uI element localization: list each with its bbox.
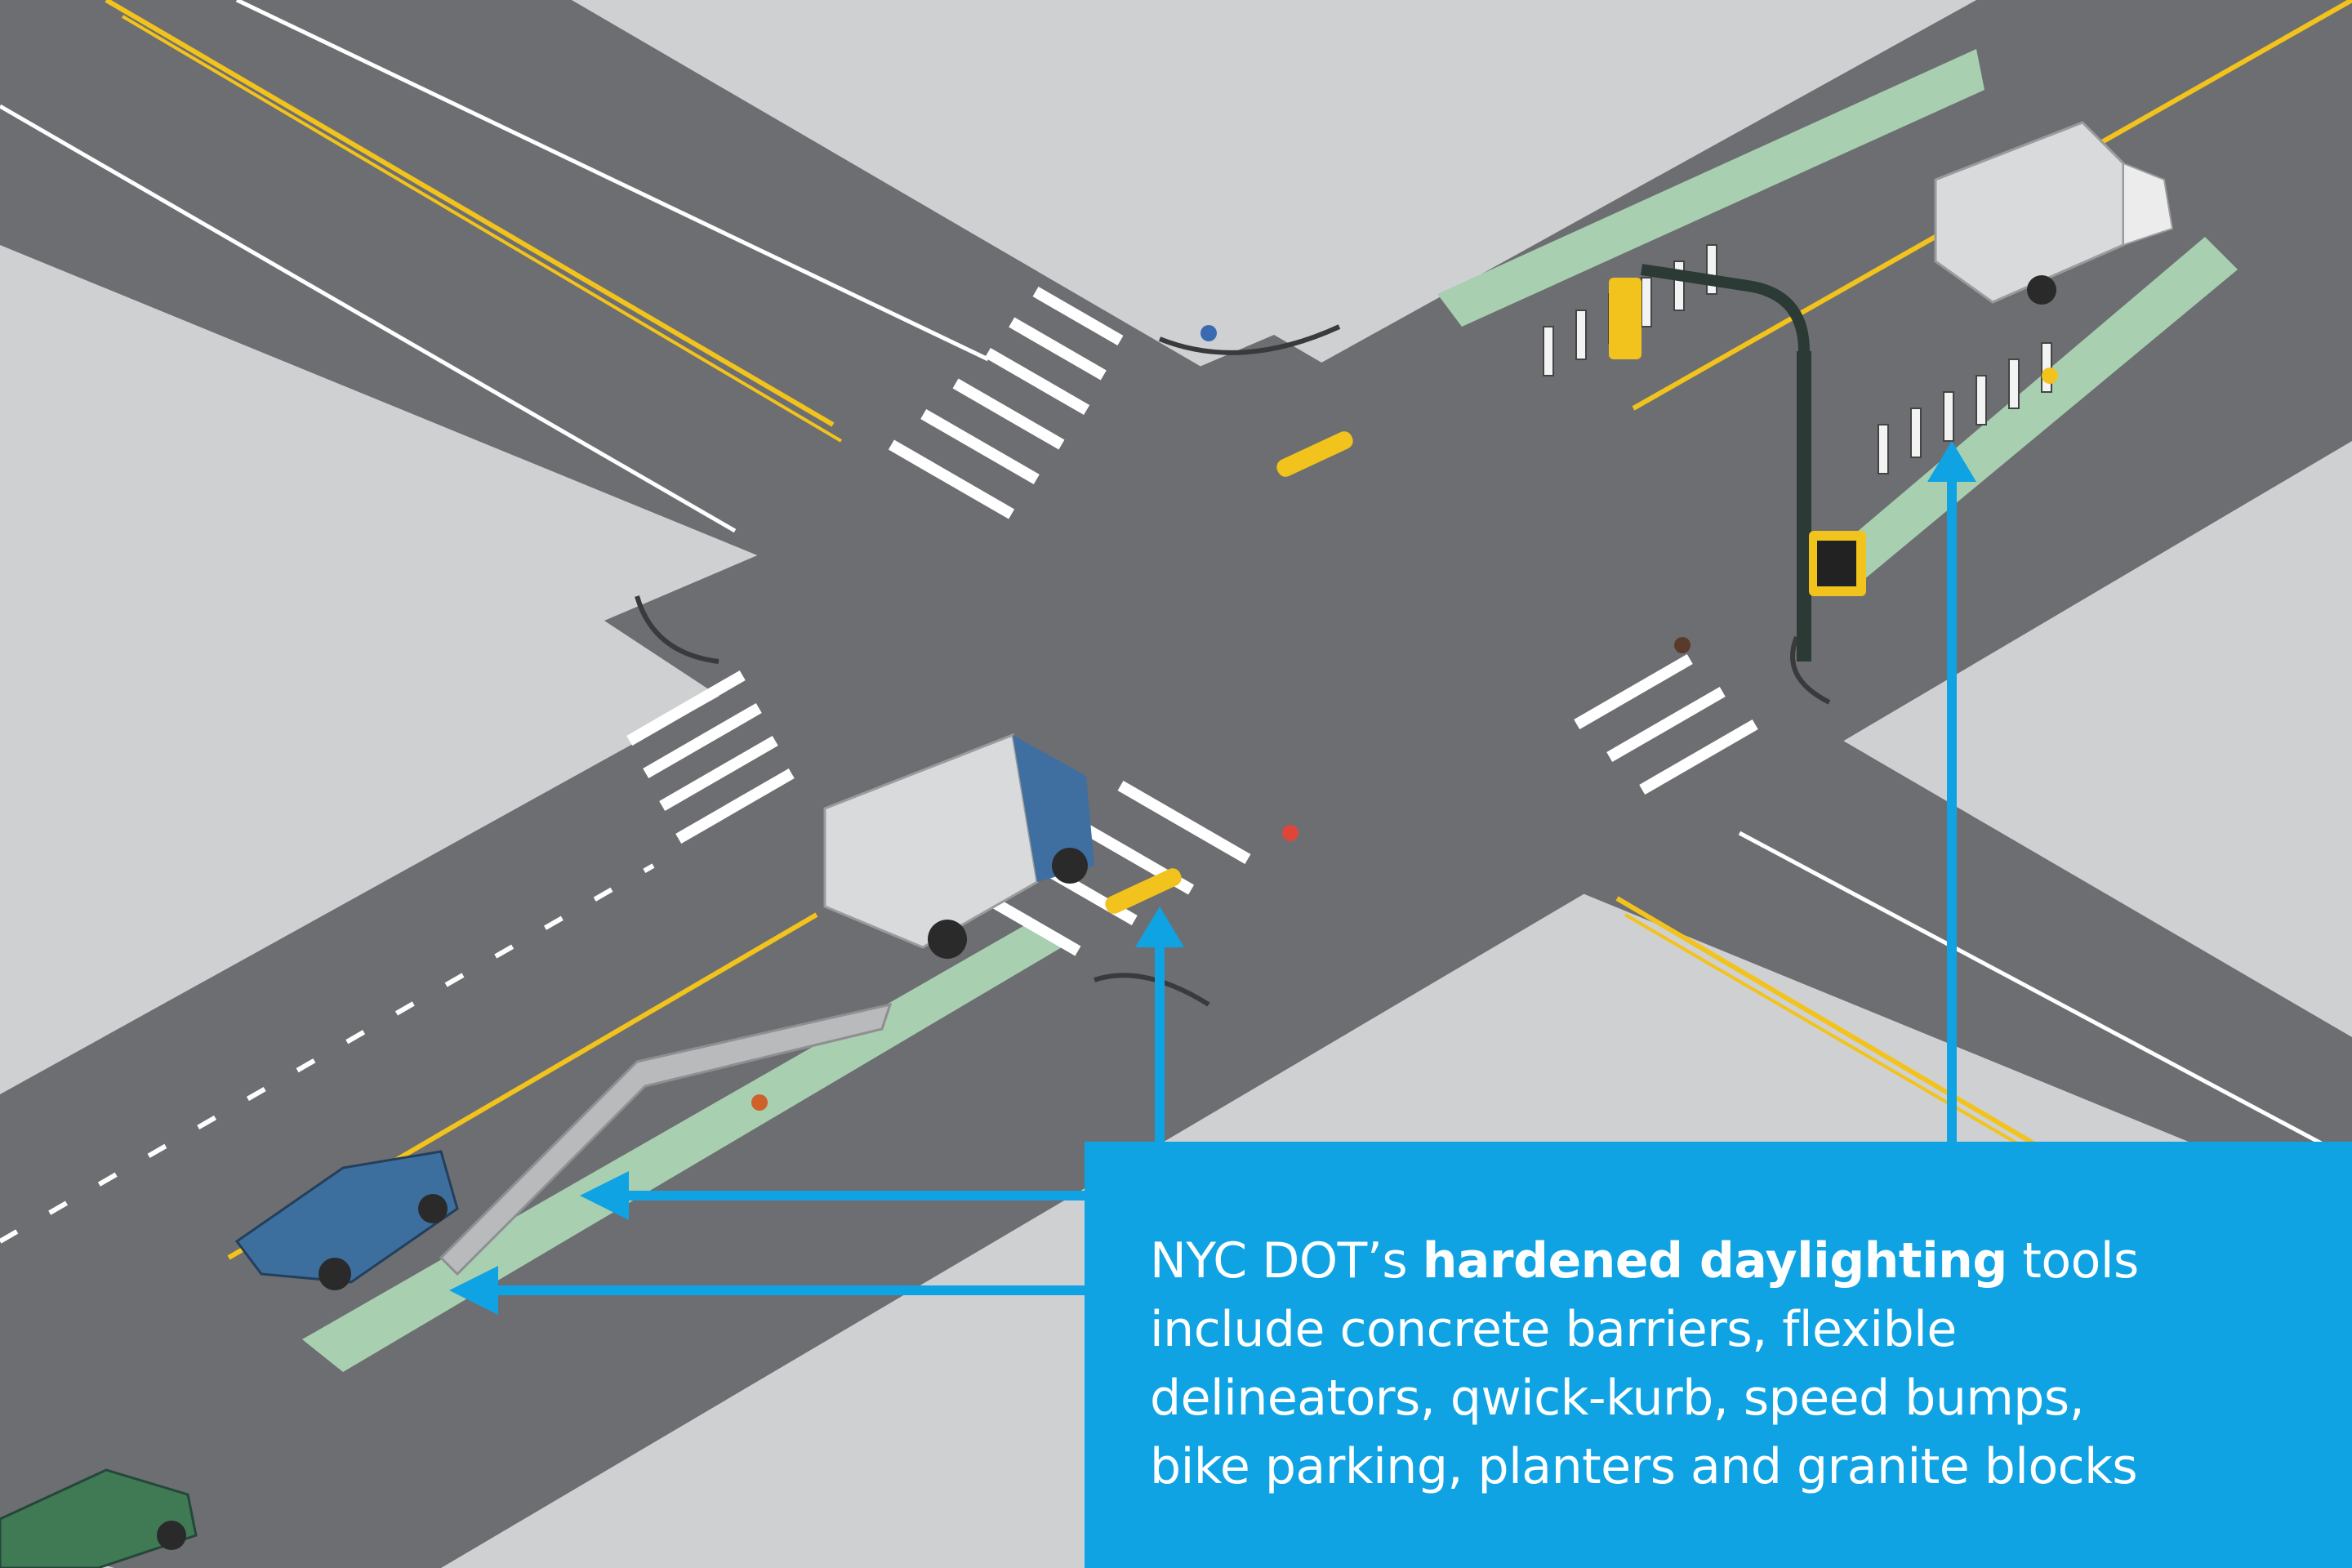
lane-dash-avenue bbox=[0, 863, 655, 1244]
edge-line-cross-3 bbox=[1738, 831, 2352, 1162]
bike-lane-east bbox=[1829, 237, 2238, 588]
curb-south bbox=[1094, 973, 1210, 1007]
cyclists-and-pedestrians bbox=[751, 325, 2058, 1111]
caption-line-4: bike parking, planters and granite block… bbox=[1150, 1438, 2138, 1495]
callout-arrows bbox=[449, 441, 1976, 1315]
traffic-signal bbox=[1609, 264, 1866, 662]
bike-lane-south bbox=[302, 923, 1062, 1372]
caption-box: NYC DOT’s hardened daylighting tools inc… bbox=[1085, 1142, 2352, 1568]
caption-intro: NYC DOT’s bbox=[1150, 1232, 1408, 1290]
green-car bbox=[0, 1468, 198, 1568]
bike-lane-north bbox=[1437, 49, 1984, 327]
curb-north bbox=[1158, 324, 1341, 355]
crosswalk-east bbox=[1574, 653, 1758, 795]
center-line-cross-west-2 bbox=[121, 15, 843, 443]
blue-car bbox=[234, 1150, 459, 1290]
edge-line-cross-1 bbox=[0, 104, 737, 533]
caption-emphasis: hardened daylighting bbox=[1422, 1232, 2008, 1290]
edge-line-cross-2 bbox=[235, 0, 990, 362]
center-line-cross-west bbox=[105, 0, 835, 427]
caption-line-2: include concrete barriers, flexible bbox=[1150, 1301, 1957, 1358]
concrete-barrier bbox=[439, 1002, 893, 1276]
caption-line-3: delineators, qwick-kurb, speed bumps, bbox=[1150, 1370, 2085, 1427]
caption-line-1: NYC DOT’s hardened daylighting tools bbox=[1150, 1227, 2319, 1295]
curb-west bbox=[635, 595, 719, 664]
crosswalk-west bbox=[626, 670, 795, 844]
box-truck-south bbox=[823, 733, 1094, 959]
center-line-cross-east bbox=[1615, 896, 2035, 1146]
intersection-box bbox=[604, 335, 1862, 996]
curb-east bbox=[1790, 635, 1831, 705]
box-truck-north bbox=[1934, 121, 2174, 305]
crosswalk-north bbox=[888, 286, 1124, 519]
flexible-delineators bbox=[1543, 244, 2052, 474]
speed-bump-north bbox=[1276, 431, 1353, 477]
speed-bump-south bbox=[1105, 868, 1182, 914]
caption-line1-rest: tools bbox=[2022, 1232, 2139, 1290]
